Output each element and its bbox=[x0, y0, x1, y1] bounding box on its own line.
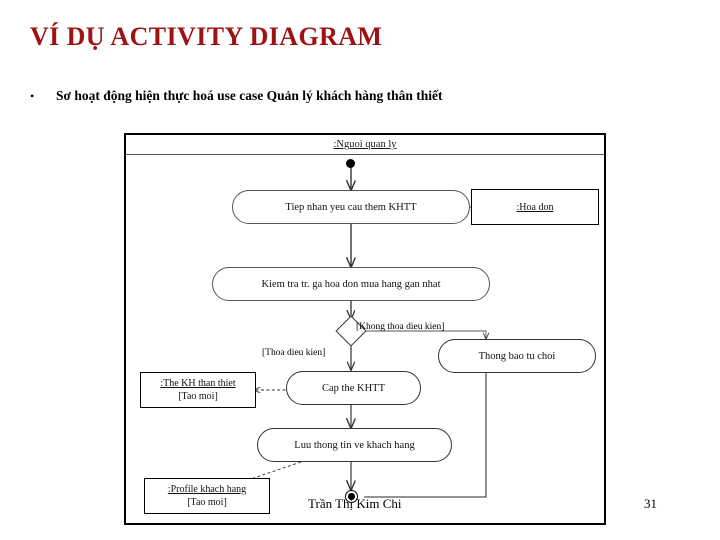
activity-node-thong-bao-tu-choi[interactable]: Thong bao tu choi bbox=[438, 339, 596, 373]
end-node-icon bbox=[345, 490, 358, 503]
activity-node-cap-the-khtt[interactable]: Cap the KHTT bbox=[286, 371, 421, 405]
activity-node-tiep-nhan-yeu-cau[interactable]: Tiep nhan yeu cau them KHTT bbox=[232, 190, 470, 224]
object-node-profile-khach-hang[interactable]: :Profile khach hang [Tao moi] bbox=[144, 478, 270, 514]
object-name: :Profile khach hang bbox=[167, 484, 247, 495]
guard-label-khong-thoa: [Khong thoa dieu kien] bbox=[356, 322, 445, 332]
page-title: VÍ DỤ ACTIVITY DIAGRAM bbox=[30, 22, 383, 51]
bullet-label: Sơ hoạt động hiện thực hoá use case Quản… bbox=[56, 88, 443, 103]
object-name: :Hoa don bbox=[516, 201, 554, 213]
swimlane-title: :Nguoi quan ly bbox=[333, 139, 397, 150]
activity-node-kiem-tra[interactable]: Kiem tra tr. ga hoa don mua hang gan nha… bbox=[212, 267, 490, 301]
start-node-icon bbox=[346, 159, 355, 168]
object-state: [Tao moi] bbox=[187, 497, 227, 508]
object-node-the-kh-than-thiet[interactable]: :The KH than thiet [Tao moi] bbox=[140, 372, 256, 408]
author-label: Trần Thị Kim Chi bbox=[308, 496, 402, 511]
guard-label-thoa: [Thoa dieu kien] bbox=[262, 348, 326, 358]
bullet-marker: • bbox=[30, 89, 35, 103]
page-number: 31 bbox=[644, 496, 657, 511]
bullet-item: • Sơ hoạt động hiện thực hoá use case Qu… bbox=[30, 88, 670, 104]
object-state: [Tao moi] bbox=[178, 391, 218, 402]
object-node-hoa-don[interactable]: :Hoa don bbox=[471, 189, 599, 225]
object-name: :The KH than thiet bbox=[160, 378, 236, 389]
swimlane-header: :Nguoi quan ly bbox=[126, 135, 604, 155]
activity-node-luu-thong-tin[interactable]: Luu thong tin ve khach hang bbox=[257, 428, 452, 462]
activity-diagram: :Nguoi quan ly bbox=[124, 133, 606, 525]
